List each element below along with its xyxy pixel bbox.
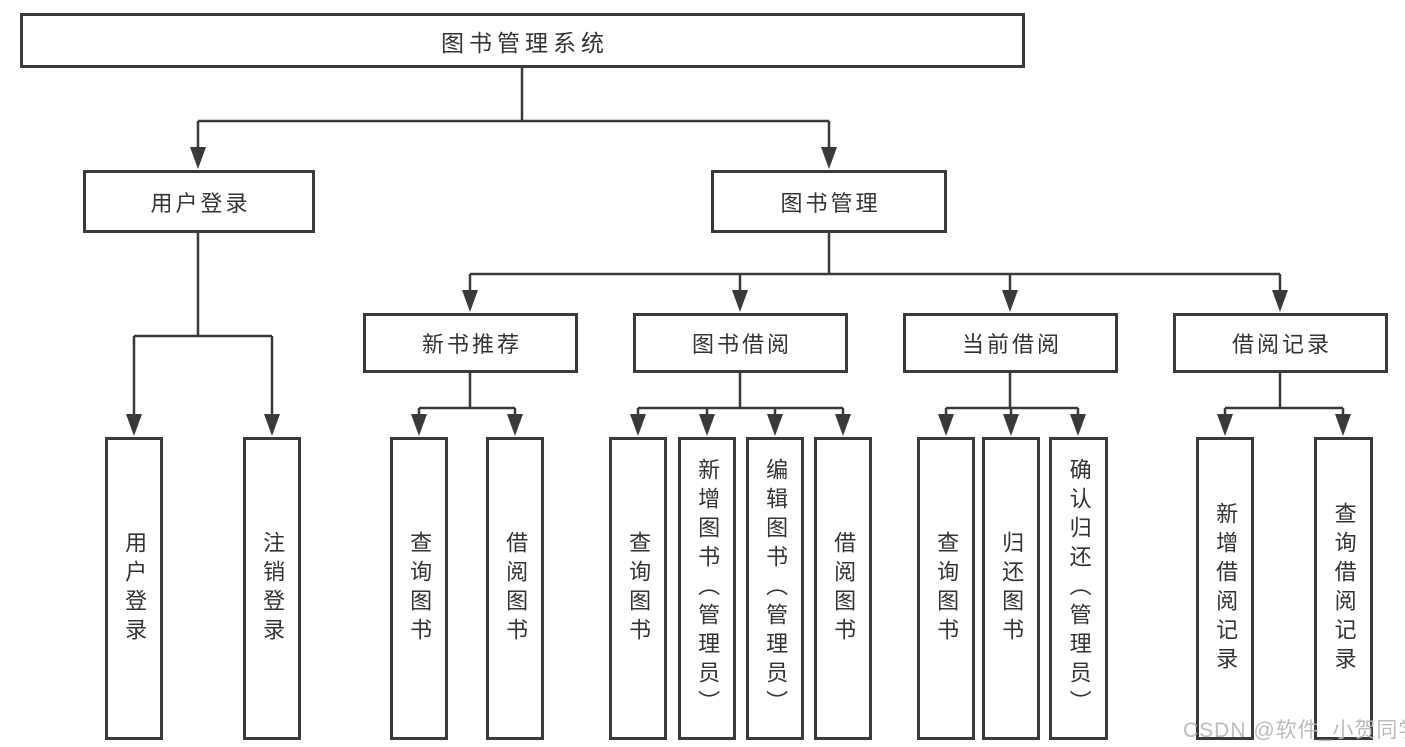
- node-new-book-recommend: 新书推荐: [363, 313, 578, 373]
- leaf-query-books-recommend-label: 查询图书: [407, 530, 433, 647]
- leaf-add-borrow-record-label: 新增借阅记录: [1213, 501, 1239, 676]
- leaf-add-borrow-record: 新增借阅记录: [1196, 437, 1254, 740]
- node-current-borrowing: 当前借阅: [903, 313, 1118, 373]
- csdn-watermark: CSDN @软件_小贺同学: [1183, 719, 1405, 742]
- node-user-login-branch: 用户登录: [83, 170, 315, 233]
- node-library-system-label: 图书管理系统: [441, 29, 609, 56]
- leaf-query-books-recommend: 查询图书: [390, 437, 448, 740]
- leaf-confirm-return-admin-label: 确认归还（管理员）: [1066, 458, 1092, 719]
- leaf-borrow-books-recommend: 借阅图书: [486, 437, 544, 740]
- leaf-logout: 注销登录: [243, 437, 301, 740]
- node-borrow-records-label: 借阅记录: [1231, 332, 1332, 357]
- leaf-edit-book-admin: 编辑图书（管理员）: [746, 437, 804, 740]
- node-new-book-recommend-label: 新书推荐: [421, 332, 522, 357]
- leaf-user-login: 用户登录: [105, 437, 163, 740]
- node-book-management-label: 图书管理: [780, 190, 881, 216]
- leaf-query-borrow-record-label: 查询借阅记录: [1331, 501, 1357, 676]
- leaf-borrow-books-borrowing: 借阅图书: [814, 437, 872, 740]
- node-book-borrowing-label: 图书借阅: [691, 332, 792, 357]
- node-book-borrowing: 图书借阅: [633, 313, 848, 373]
- leaf-edit-book-admin-label: 编辑图书（管理员）: [763, 458, 789, 719]
- leaf-logout-label: 注销登录: [260, 530, 286, 647]
- leaf-return-book-label: 归还图书: [999, 530, 1025, 647]
- node-current-borrowing-label: 当前借阅: [961, 332, 1062, 357]
- leaf-confirm-return-admin: 确认归还（管理员）: [1049, 437, 1108, 740]
- leaf-borrow-books-recommend-label: 借阅图书: [503, 530, 529, 647]
- leaf-query-books-borrowing: 查询图书: [609, 437, 667, 740]
- arrowhead-group: [126, 147, 1351, 436]
- leaf-return-book: 归还图书: [982, 437, 1040, 740]
- leaf-add-book-admin: 新增图书（管理员）: [678, 437, 736, 740]
- leaf-borrow-books-borrowing-label: 借阅图书: [831, 530, 857, 647]
- leaf-add-book-admin-label: 新增图书（管理员）: [695, 458, 721, 719]
- leaf-query-books-current: 查询图书: [917, 437, 975, 740]
- leaf-user-login-label: 用户登录: [122, 530, 148, 647]
- node-book-management: 图书管理: [711, 170, 947, 233]
- node-user-login-branch-label: 用户登录: [150, 190, 251, 216]
- leaf-query-books-current-label: 查询图书: [934, 530, 960, 647]
- node-library-system: 图书管理系统: [20, 13, 1025, 68]
- node-borrow-records: 借阅记录: [1173, 313, 1388, 373]
- leaf-query-borrow-record: 查询借阅记录: [1314, 437, 1373, 740]
- leaf-query-books-borrowing-label: 查询图书: [626, 530, 652, 647]
